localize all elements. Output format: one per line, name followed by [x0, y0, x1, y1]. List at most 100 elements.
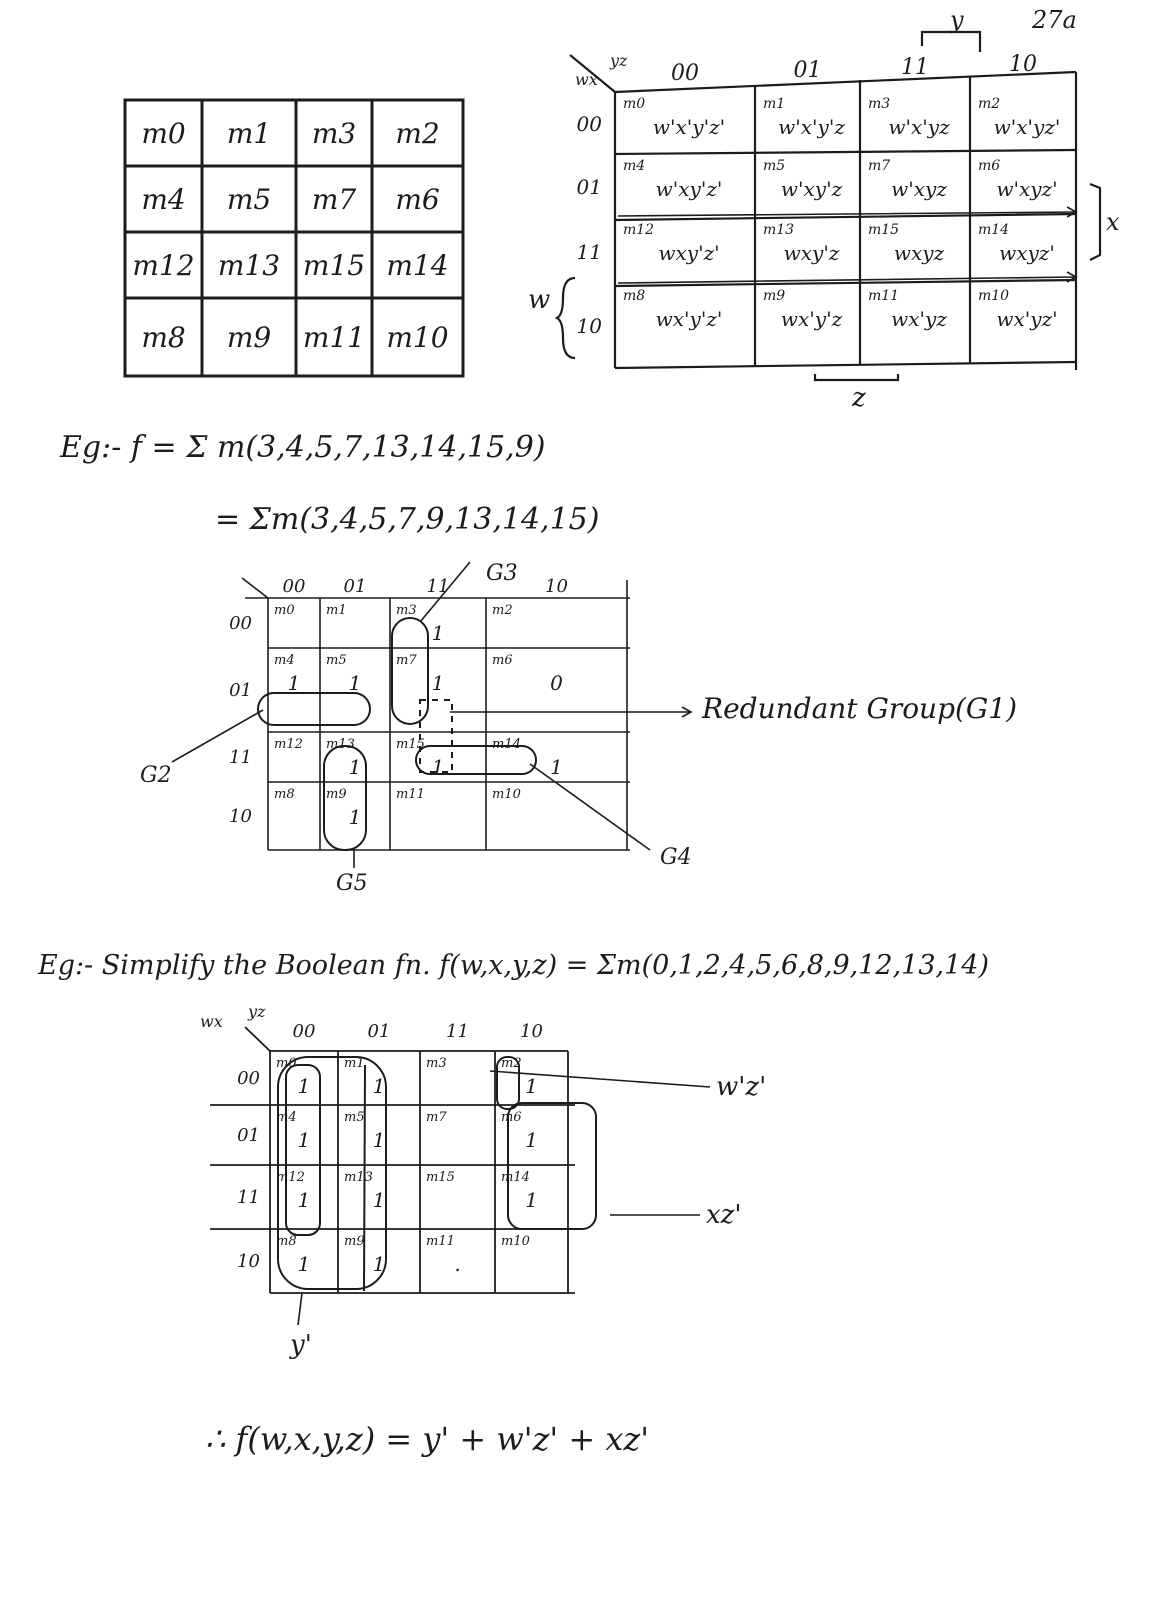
corner-col-var: yz — [609, 51, 628, 70]
cell-value: 1 — [373, 1252, 386, 1276]
minterm-label: m11 — [426, 1234, 455, 1249]
minterm-cell: m2 — [395, 117, 439, 150]
minterm-label: m6 — [492, 653, 513, 668]
cell-value: 1 — [432, 671, 445, 695]
minterm-label: m14 — [978, 222, 1009, 238]
minterm-cell: m11 — [303, 321, 365, 354]
x-var-label: x — [1106, 208, 1120, 236]
minterm-label: m15 — [396, 737, 425, 752]
col-header: 01 — [344, 576, 367, 597]
minterm-label: m2 — [492, 603, 513, 618]
cell-value: 1 — [298, 1074, 311, 1098]
minterm-label: m7 — [426, 1110, 447, 1125]
minterm-term: wxyz' — [999, 241, 1055, 265]
minterm-label: m12 — [276, 1170, 305, 1185]
y-var-label: y — [949, 6, 964, 34]
minterm-label: m7 — [868, 158, 890, 174]
cell-value: 1 — [525, 1188, 538, 1212]
minterm-label: m6 — [501, 1110, 522, 1125]
w-var-label: w — [528, 285, 550, 315]
minterm-label: m13 — [326, 737, 355, 752]
row-header: 00 — [229, 613, 252, 634]
minterm-label: m0 — [274, 603, 295, 618]
cell-value: 1 — [432, 621, 445, 645]
minterm-label: m11 — [396, 787, 425, 802]
minterm-label: m14 — [492, 737, 521, 752]
col-header: 11 — [901, 55, 929, 80]
eg2-corner-row-var: wx — [200, 1012, 223, 1031]
minterm-cell: m4 — [141, 183, 185, 216]
cell-value: 1 — [288, 671, 301, 695]
minterm-cell: m10 — [386, 321, 448, 354]
corner-row-var: wx — [575, 70, 598, 89]
minterm-label: m10 — [492, 787, 521, 802]
minterm-label: m7 — [396, 653, 417, 668]
minterm-cell: m3 — [312, 117, 356, 150]
col-header: 10 — [545, 576, 568, 597]
col-header: 00 — [671, 61, 699, 86]
minterm-cell: m0 — [141, 117, 185, 150]
eg2-result: ∴ f(w,x,y,z) = y' + w'z' + xz' — [205, 1420, 650, 1458]
minterm-cell: m12 — [132, 249, 194, 282]
minterm-label: m8 — [274, 787, 295, 802]
minterm-label: m10 — [978, 288, 1009, 304]
minterm-label: m8 — [276, 1234, 297, 1249]
row-header: 11 — [237, 1187, 260, 1208]
g2-label: G2 — [140, 763, 172, 788]
col-header: 01 — [794, 58, 822, 83]
eg1-line2: = Σm(3,4,5,7,9,13,14,15) — [215, 502, 600, 537]
eg2-title: Eg:- Simplify the Boolean fn. f(w,x,y,z)… — [38, 950, 989, 981]
minterm-term: wx'y'z' — [656, 307, 723, 331]
minterm-cell: m8 — [141, 321, 185, 354]
minterm-term: w'x'yz — [888, 115, 950, 139]
minterm-label: m12 — [274, 737, 303, 752]
minterm-label: m2 — [978, 96, 1000, 112]
row-header: 10 — [577, 314, 603, 338]
col-header: 11 — [446, 1021, 469, 1042]
cell-value: 1 — [525, 1074, 538, 1098]
g3-label: G3 — [486, 561, 518, 586]
minterm-label: m4 — [274, 653, 295, 668]
minterm-label: m13 — [344, 1170, 373, 1185]
cell-value: 1 — [432, 755, 445, 779]
cell-value: 1 — [349, 671, 362, 695]
cell-value: 1 — [349, 755, 362, 779]
minterm-label: m13 — [763, 222, 794, 238]
minterm-term: wxyz — [894, 241, 945, 265]
minterm-label: m5 — [326, 653, 347, 668]
cell-value: 1 — [373, 1128, 386, 1152]
cell-value: 1 — [373, 1188, 386, 1212]
col-header: 10 — [520, 1021, 543, 1042]
cell-value: 1 — [298, 1128, 311, 1152]
minterm-label: m2 — [501, 1056, 522, 1071]
eg2-corner-col-var: yz — [247, 1002, 266, 1021]
minterm-label: m9 — [344, 1234, 365, 1249]
minterm-label: m9 — [763, 288, 785, 304]
label-wz: w'z' — [716, 1072, 766, 1102]
z-var-label: z — [851, 383, 866, 413]
minterm-term: wxy'z' — [658, 241, 719, 265]
minterm-cell: m1 — [227, 117, 271, 150]
col-header: 01 — [368, 1021, 391, 1042]
minterm-label: m1 — [763, 96, 785, 112]
eg1-line1: Eg:- f = Σ m(3,4,5,7,13,14,15,9) — [60, 430, 546, 465]
minterm-term: wx'yz — [891, 307, 947, 331]
minterm-label: m12 — [623, 222, 654, 238]
minterm-term: w'xyz' — [996, 177, 1057, 201]
g4-label: G4 — [660, 845, 692, 870]
minterm-label: m4 — [276, 1110, 297, 1125]
minterm-term: wx'y'z — [781, 307, 843, 331]
label-y-prime: y' — [290, 1330, 312, 1360]
minterm-cell: m6 — [395, 183, 439, 216]
col-header: 00 — [283, 576, 306, 597]
minterm-term: w'xyz — [891, 177, 947, 201]
cell-value: 1 — [349, 805, 362, 829]
minterm-cell: m5 — [227, 183, 271, 216]
minterm-label: m15 — [868, 222, 899, 238]
minterm-term: w'x'y'z — [778, 115, 845, 139]
minterm-label: m6 — [978, 158, 1000, 174]
cell-value: 1 — [525, 1128, 538, 1152]
